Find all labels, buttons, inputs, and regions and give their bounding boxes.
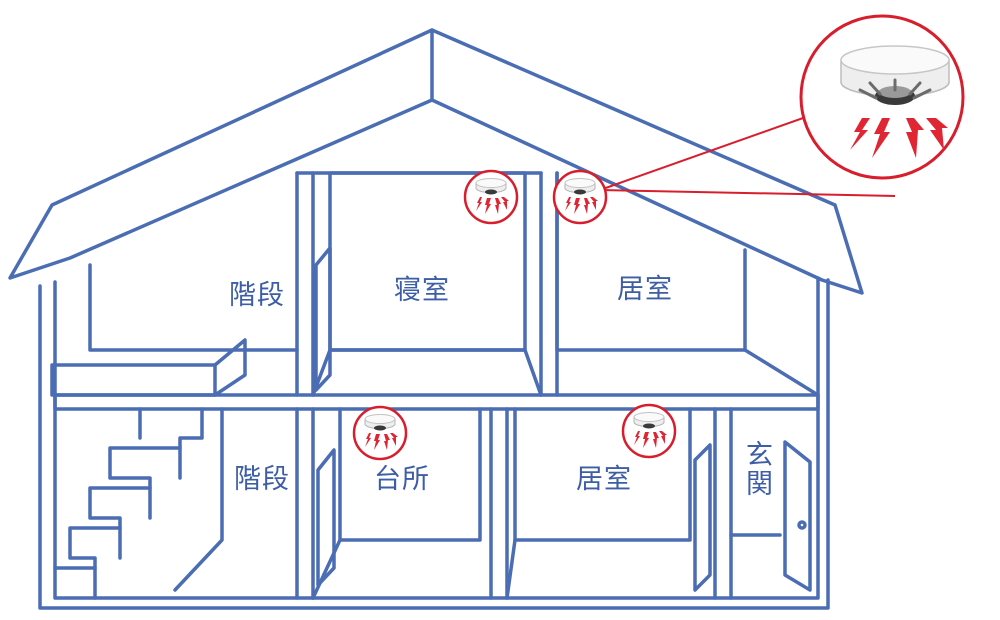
roof bbox=[8, 28, 864, 295]
smoke-detector-icon bbox=[364, 414, 396, 431]
smoke-detector-icon bbox=[564, 178, 596, 195]
entrance-door-knob bbox=[797, 520, 807, 530]
alarm-signal-icon bbox=[476, 197, 509, 214]
upper-door bbox=[314, 246, 332, 392]
lower-staircase bbox=[53, 407, 204, 570]
bedroom-label: 寝室 bbox=[394, 275, 450, 306]
kitchen-detector bbox=[352, 405, 408, 461]
entrance-door bbox=[783, 440, 812, 592]
outer-wall-inner bbox=[53, 276, 820, 600]
kitchen-label: 台所 bbox=[374, 464, 430, 495]
lower-living-label: 居室 bbox=[576, 464, 632, 495]
smoke-detector-icon bbox=[475, 178, 507, 195]
lower-stair-wall bbox=[173, 407, 224, 592]
middle-floor bbox=[53, 393, 820, 411]
outer-wall bbox=[38, 278, 830, 610]
lower-stairs-label: 階段 bbox=[234, 464, 290, 495]
callout-line-bottom bbox=[599, 189, 896, 197]
alarm-signal-icon bbox=[365, 433, 398, 450]
alarm-signal-icon bbox=[634, 431, 667, 448]
entrance-label: 玄関 bbox=[741, 440, 772, 498]
upper-stairs-label: 階段 bbox=[229, 280, 285, 311]
alarm-signal-icon bbox=[850, 118, 948, 158]
lower-living-detector bbox=[621, 403, 677, 459]
kitchen-back-wall bbox=[338, 407, 482, 542]
magnified-smoke-detector bbox=[799, 14, 965, 180]
bedroom-detector bbox=[463, 169, 519, 225]
upper-living-back-wall bbox=[555, 171, 747, 352]
upper-living-detector bbox=[552, 169, 608, 225]
lower-living-back-wall bbox=[513, 407, 692, 542]
callout-line-top bbox=[599, 111, 821, 191]
smoke-detectors bbox=[352, 169, 677, 461]
bedroom-floor bbox=[311, 348, 543, 397]
lower-living-floor bbox=[505, 538, 517, 600]
upper-living-label: 居室 bbox=[617, 274, 673, 305]
alarm-signal-icon bbox=[565, 197, 598, 214]
lower-living-door bbox=[693, 443, 712, 592]
kitchen-door bbox=[316, 448, 336, 587]
house-outline bbox=[8, 28, 864, 610]
upper-stair-wall bbox=[88, 263, 247, 352]
smoke-detector-icon bbox=[633, 412, 665, 429]
callout-lines bbox=[599, 111, 896, 197]
smoke-detector-icon bbox=[840, 45, 950, 105]
upper-living-floor-edge bbox=[743, 348, 820, 397]
